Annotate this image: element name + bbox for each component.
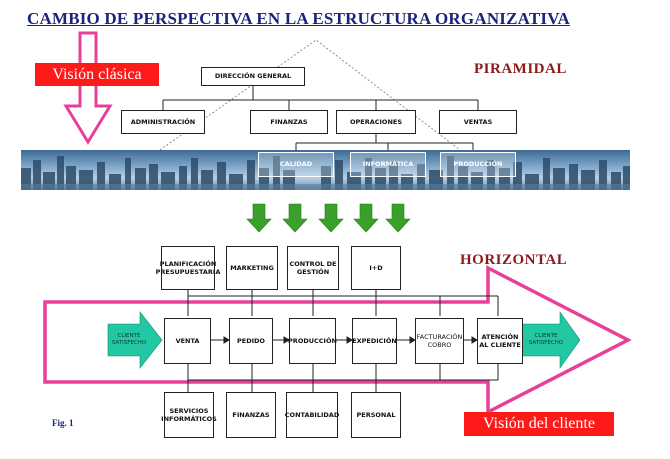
org-box-ventas: VENTAS [439,110,517,134]
pyramidal-title: PIRAMIDAL [474,61,567,77]
page-title: CAMBIO DE PERSPECTIVA EN LA ESTRUCTURA O… [27,9,570,28]
classic-view-label: Visión clásica [35,63,159,86]
org-box-finanzas: FINANZAS [250,110,328,134]
org-box-informatica: INFORMÁTICA [350,152,426,177]
support-box-servicios-informaticos: SERVICIOS INFORMÁTICOS [161,392,217,438]
support-box-finanzas: FINANZAS [226,392,276,438]
client-in-label: CLIENTE SATISFECHO [111,333,147,346]
figure-caption: Fig. 1 [52,418,74,428]
support-box-control-gestion: CONTROL DE GESTIÓN [287,246,339,290]
process-box-venta: VENTA [164,318,211,364]
process-box-atencion: ATENCIÓN AL CLIENTE [477,318,523,364]
org-box-calidad: CALIDAD [258,152,334,177]
green-down-arrows [246,203,411,233]
skyline-banner [21,150,630,190]
support-box-personal: PERSONAL [351,392,401,438]
teal-arrow-in [107,311,163,369]
support-box-contabilidad: CONTABILIDAD [285,392,339,438]
process-box-produccion: PRODUCCIÓN [288,318,337,364]
org-box-direccion-general: DIRECCIÓN GENERAL [201,67,305,86]
support-box-planificacion: PLANIFICACIÓN PRESUPUESTARIA [156,246,220,290]
pink-down-arrow [63,31,113,145]
teal-arrow-out [521,311,581,369]
support-box-i-d: I+D [351,246,401,290]
org-box-administracion: ADMINISTRACIÓN [121,110,205,134]
skyline-buildings [21,156,630,190]
horizontal-title: HORIZONTAL [460,252,568,268]
support-box-marketing: MARKETING [226,246,278,290]
org-box-produccion: PRODUCCIÓN [440,152,516,177]
org-box-operaciones: OPERACIONES [336,110,416,134]
process-box-expedicion: EXPEDICIÓN [352,318,397,364]
client-out-label: CLIENTE SATISFECHO [528,333,564,346]
client-view-label: Visión del cliente [464,412,614,436]
process-connectors [187,290,499,392]
process-box-pedido: PEDIDO [229,318,273,364]
process-box-facturacion: FACTURACIÓN COBRO [415,318,464,364]
